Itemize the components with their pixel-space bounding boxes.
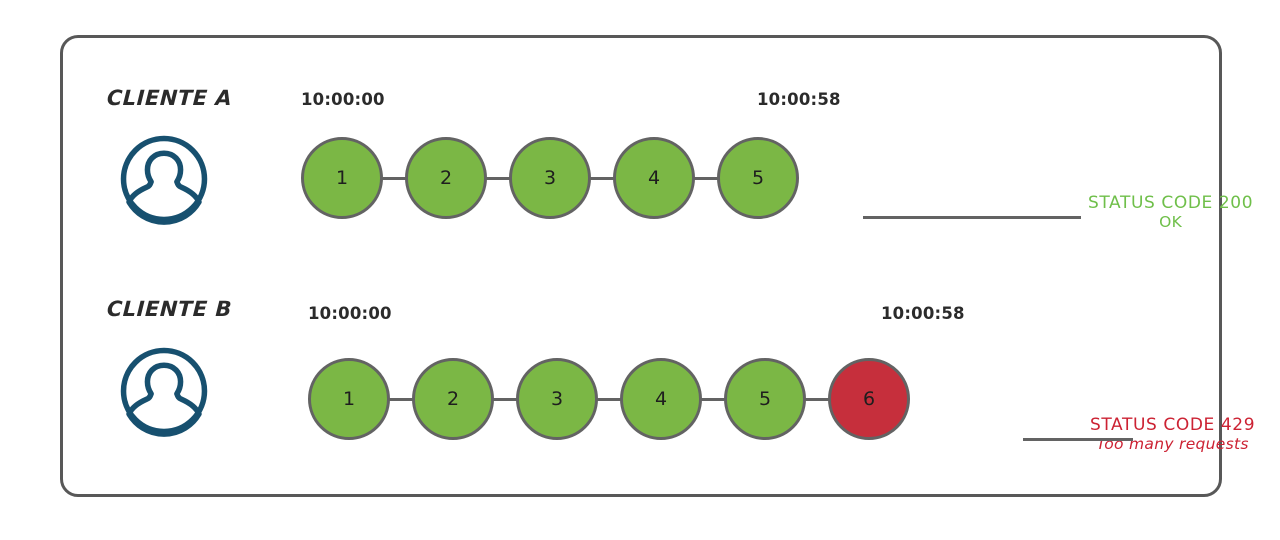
user-avatar-icon: [118, 133, 210, 225]
client-a-start-timestamp: 10:00:00: [301, 90, 385, 109]
user-avatar-icon: [118, 345, 210, 437]
request-node[interactable]: 5: [724, 358, 806, 440]
node-connector: [382, 176, 406, 180]
node-connector: [486, 176, 510, 180]
client-b-tail-line: [1023, 438, 1133, 441]
node-connector: [701, 397, 725, 401]
client-a-request-chain: 1 2 3 4 5: [301, 136, 799, 220]
status-code-text: STATUS CODE 200: [1088, 193, 1254, 213]
client-a-status-badge: STATUS CODE 200 OK: [1088, 193, 1253, 231]
status-code-text: STATUS CODE 429: [1090, 415, 1256, 435]
client-b-request-chain: 1 2 3 4 5 6: [308, 357, 910, 441]
node-connector: [389, 397, 413, 401]
request-node[interactable]: 1: [308, 358, 390, 440]
request-node[interactable]: 2: [405, 137, 487, 219]
status-message-text: Too many requests: [1096, 435, 1249, 454]
client-a-tail-line: [863, 216, 1081, 219]
diagram-card: CLIENTE A 10:00:00 10:00:58 1 2 3 4 5 ST…: [60, 35, 1255, 497]
client-b-status-badge: STATUS CODE 429 Too many requests: [1090, 415, 1255, 453]
request-node[interactable]: 4: [620, 358, 702, 440]
node-connector: [493, 397, 517, 401]
client-b-label: CLIENTE B: [106, 297, 233, 321]
status-message-text: OK: [1159, 213, 1183, 232]
request-node[interactable]: 3: [516, 358, 598, 440]
request-node[interactable]: 1: [301, 137, 383, 219]
request-node[interactable]: 5: [717, 137, 799, 219]
request-node-rejected[interactable]: 6: [828, 358, 910, 440]
request-node[interactable]: 4: [613, 137, 695, 219]
client-a-label: CLIENTE A: [106, 86, 233, 110]
client-b-end-timestamp: 10:00:58: [881, 304, 965, 323]
client-a-end-timestamp: 10:00:58: [757, 90, 841, 109]
client-b-start-timestamp: 10:00:00: [308, 304, 392, 323]
node-connector: [590, 176, 614, 180]
node-connector: [805, 397, 829, 401]
request-node[interactable]: 2: [412, 358, 494, 440]
request-node[interactable]: 3: [509, 137, 591, 219]
node-connector: [597, 397, 621, 401]
node-connector: [694, 176, 718, 180]
